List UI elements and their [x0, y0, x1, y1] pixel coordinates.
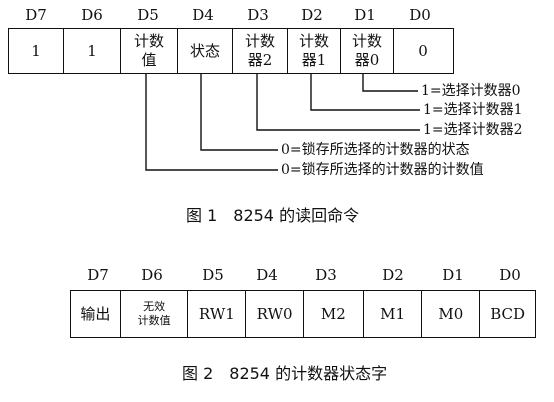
fig2-bit-label-d2: D2	[382, 266, 404, 284]
fig2-cell-d4: RW0	[246, 291, 304, 337]
fig2-bit-label-d4: D4	[256, 266, 278, 284]
fig2-register-row: 输出 无效 计数值 RW1 RW0 M2 M1 M0 BCD	[70, 290, 536, 338]
fig1-cell-d1: 计数 器0	[341, 29, 394, 73]
fig1-caption: 图 1 8254 的读回命令	[186, 206, 360, 225]
fig2-bit-label-d5: D5	[202, 266, 224, 284]
fig2-cell-d2: M1	[364, 291, 423, 337]
connector-status	[200, 74, 278, 151]
fig1-bit-label-d3: D3	[247, 6, 269, 24]
fig1-bit-label-d2: D2	[301, 6, 323, 24]
fig2-bit-label-d3: D3	[315, 266, 337, 284]
connector-count-value	[145, 74, 278, 171]
fig2-cell-d1: M0	[422, 291, 481, 337]
fig1-cell-d6: 1	[64, 29, 121, 73]
annotation-latch-status: 0=锁存所选择的计数器的状态	[281, 142, 470, 158]
fig2-cell-d0: BCD	[490, 304, 526, 323]
fig2-bit-label-d7: D7	[87, 266, 109, 284]
fig1-bit-label-d7: D7	[25, 6, 47, 24]
annotation-select-counter1: 1=选择计数器1	[423, 102, 523, 118]
fig2-cell-d5: RW1	[188, 291, 247, 337]
fig1-bit-label-d1: D1	[354, 6, 376, 24]
annotation-latch-count: 0=锁存所选择的计数器的计数值	[281, 162, 484, 178]
fig1-register-row: 1 1 计数 值 状态 计数 器2 计数 器1 计数 器0 0	[8, 28, 454, 74]
connector-counter0	[362, 74, 418, 92]
fig2-bit-label-d0: D0	[499, 266, 521, 284]
connector-counter2	[256, 74, 420, 131]
fig1-cell-d0: 0	[418, 41, 428, 60]
fig2-bit-label-d1: D1	[442, 266, 464, 284]
fig1-cell-d5: 计数 值	[121, 29, 178, 73]
fig1-bit-label-d6: D6	[81, 6, 103, 24]
fig1-cell-d7: 1	[9, 29, 64, 73]
fig2-cell-d3: M2	[304, 291, 364, 337]
fig1-cell-d3: 计数 器2	[233, 29, 288, 73]
fig2-cell-d6: 无效 计数值	[121, 291, 189, 337]
annotation-select-counter0: 1=选择计数器0	[421, 83, 521, 99]
fig1-bit-label-d4: D4	[192, 6, 214, 24]
fig1-cell-d4: 状态	[178, 29, 233, 73]
fig2-cell-d7: 输出	[71, 291, 121, 337]
fig1-bit-label-d5: D5	[137, 6, 159, 24]
fig1-cell-d2: 计数 器1	[288, 29, 341, 73]
connector-counter1	[310, 74, 420, 111]
fig1-bit-label-d0: D0	[409, 6, 431, 24]
fig2-bit-label-d6: D6	[141, 266, 163, 284]
fig2-caption: 图 2 8254 的计数器状态字	[182, 364, 388, 383]
annotation-select-counter2: 1=选择计数器2	[423, 122, 523, 138]
